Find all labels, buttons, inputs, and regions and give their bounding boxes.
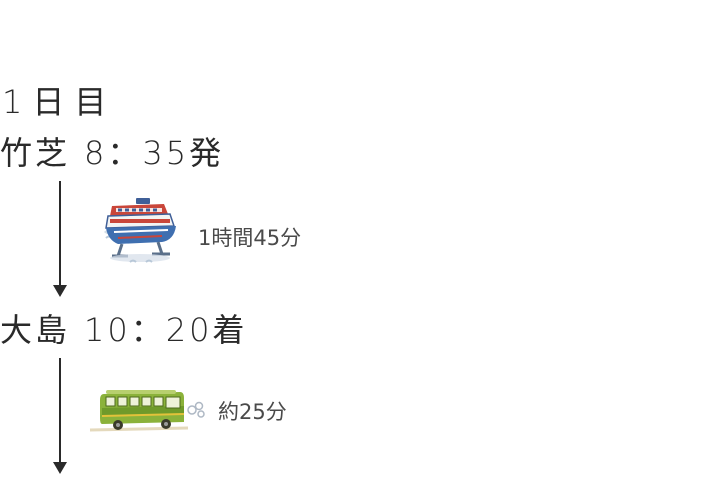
down-arrow-icon bbox=[53, 181, 67, 299]
arrival-time: 10：20 bbox=[84, 311, 213, 349]
departure-suffix: 発 bbox=[189, 134, 225, 172]
arrival-suffix: 着 bbox=[212, 311, 248, 349]
ferry-duration: 1時間45分 bbox=[198, 226, 302, 250]
arrival-stop: 大島 10：20着 bbox=[0, 312, 247, 348]
ferry-icon bbox=[104, 198, 176, 263]
day-title: 1日目 bbox=[2, 83, 117, 121]
arrival-place: 大島 bbox=[0, 311, 71, 349]
down-arrow-icon bbox=[53, 358, 67, 476]
departure-place: 竹芝 bbox=[0, 134, 71, 172]
departure-stop: 竹芝 8：35発 bbox=[0, 135, 224, 171]
bus-icon bbox=[89, 390, 205, 432]
bus-duration: 約25分 bbox=[218, 400, 287, 424]
departure-time: 8：35 bbox=[84, 134, 190, 172]
